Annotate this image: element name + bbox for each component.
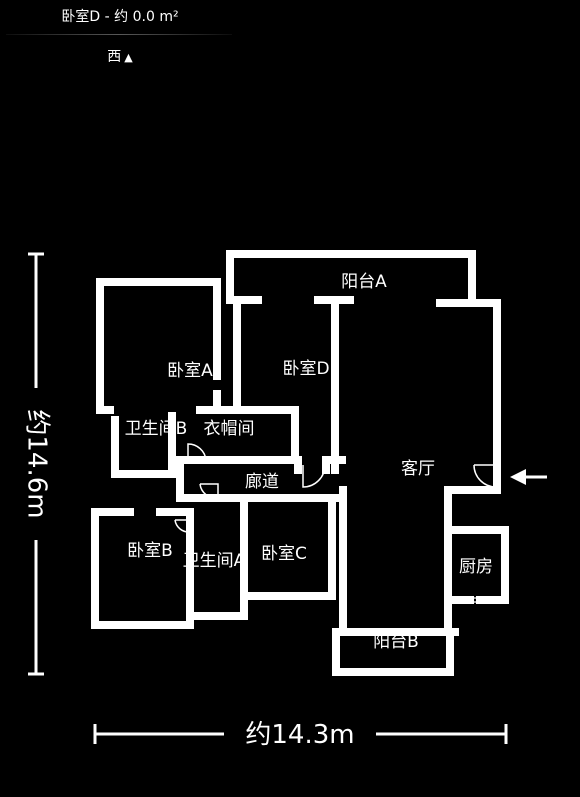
orientation-label: 西 xyxy=(107,49,122,65)
room-label-bedroom-d: 卧室D xyxy=(282,359,329,379)
room-label-living-room: 客厅 xyxy=(401,459,435,479)
orientation-indicator: 西▲ xyxy=(0,46,240,66)
room-label-bedroom-c: 卧室C xyxy=(261,544,307,564)
room-label-balcony-a: 阳台A xyxy=(341,272,387,292)
room-label-balcony-b: 阳台B xyxy=(373,632,419,652)
room-label-kitchen: 厨房 xyxy=(459,557,493,577)
triangle-up-icon: ▲ xyxy=(124,51,133,64)
header: 卧室D - 约 0.0 m² 西▲ xyxy=(0,0,240,70)
width-dimension-label: 约14.3m xyxy=(245,720,354,750)
room-label-bathroom-b: 卫生间B xyxy=(125,419,188,439)
room-label-bedroom-b: 卧室B xyxy=(127,541,173,561)
doors xyxy=(174,443,497,533)
room-label-bathroom-a: 卫生间A xyxy=(183,551,246,571)
walls xyxy=(91,250,509,676)
height-dimension-label: 约14.6m xyxy=(22,409,52,518)
room-label-bedroom-a: 卧室A xyxy=(167,361,213,381)
room-label-corridor: 廊道 xyxy=(245,472,279,492)
header-divider xyxy=(6,34,232,35)
width-dimension-line xyxy=(93,724,508,744)
room-title: 卧室D - 约 0.0 m² xyxy=(61,9,179,25)
height-dimension-line xyxy=(28,252,44,676)
room-label-cloakroom: 衣帽间 xyxy=(204,419,255,439)
arrow-left-icon xyxy=(510,469,547,485)
windows xyxy=(130,251,478,675)
